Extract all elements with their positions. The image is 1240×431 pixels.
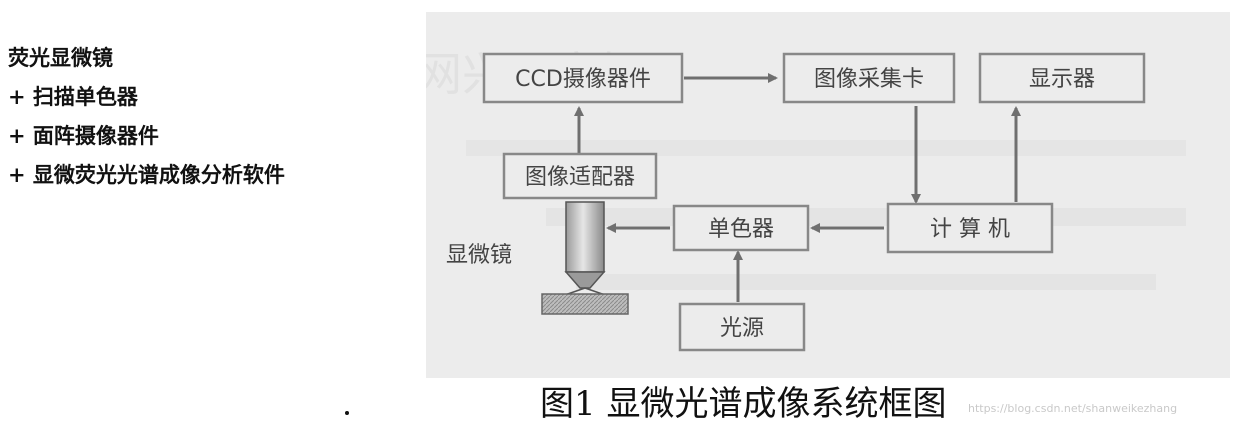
svg-text:CCD摄像器件: CCD摄像器件 bbox=[515, 67, 651, 92]
svg-text:光源: 光源 bbox=[720, 316, 764, 341]
svg-text:单色器: 单色器 bbox=[708, 217, 774, 242]
box-display: 显示器 bbox=[978, 52, 1146, 104]
feature-item-software: + 显微荧光光谱成像分析软件 bbox=[8, 162, 285, 187]
box-adapter: 图像适配器 bbox=[502, 152, 658, 200]
feature-item-camera: + 面阵摄像器件 bbox=[8, 123, 159, 148]
svg-text:计 算 机: 计 算 机 bbox=[930, 217, 1010, 242]
svg-text:图像采集卡: 图像采集卡 bbox=[814, 67, 924, 92]
box-capture-card: 图像采集卡 bbox=[782, 52, 956, 104]
microscope-label: 显微镜 bbox=[446, 243, 512, 268]
diagram-image: 网兴蜀寅智 CCD摄像器件 图像采集卡 显示器 图像适配器 bbox=[426, 12, 1230, 378]
svg-text:图像适配器: 图像适配器 bbox=[525, 165, 635, 190]
block-diagram: 网兴蜀寅智 CCD摄像器件 图像采集卡 显示器 图像适配器 bbox=[426, 47, 1186, 352]
stray-dot bbox=[345, 411, 349, 415]
watermark: https://blog.csdn.net/shanweikezhang bbox=[968, 402, 1178, 415]
box-computer: 计 算 机 bbox=[886, 202, 1054, 254]
feature-list: 荧光显微镜 + 扫描单色器 + 面阵摄像器件 + 显微荧光光谱成像分析软件 bbox=[8, 38, 285, 194]
box-ccd: CCD摄像器件 bbox=[482, 52, 684, 104]
box-monochromator: 单色器 bbox=[672, 204, 810, 252]
box-light-source: 光源 bbox=[678, 302, 806, 352]
figure-caption: 图1 显微光谱成像系统框图 bbox=[540, 384, 947, 424]
microscope-illustration bbox=[541, 201, 629, 315]
svg-text:显示器: 显示器 bbox=[1029, 67, 1095, 92]
feature-heading: 荧光显微镜 bbox=[8, 45, 113, 70]
feature-item-monochromator: + 扫描单色器 bbox=[8, 84, 138, 109]
